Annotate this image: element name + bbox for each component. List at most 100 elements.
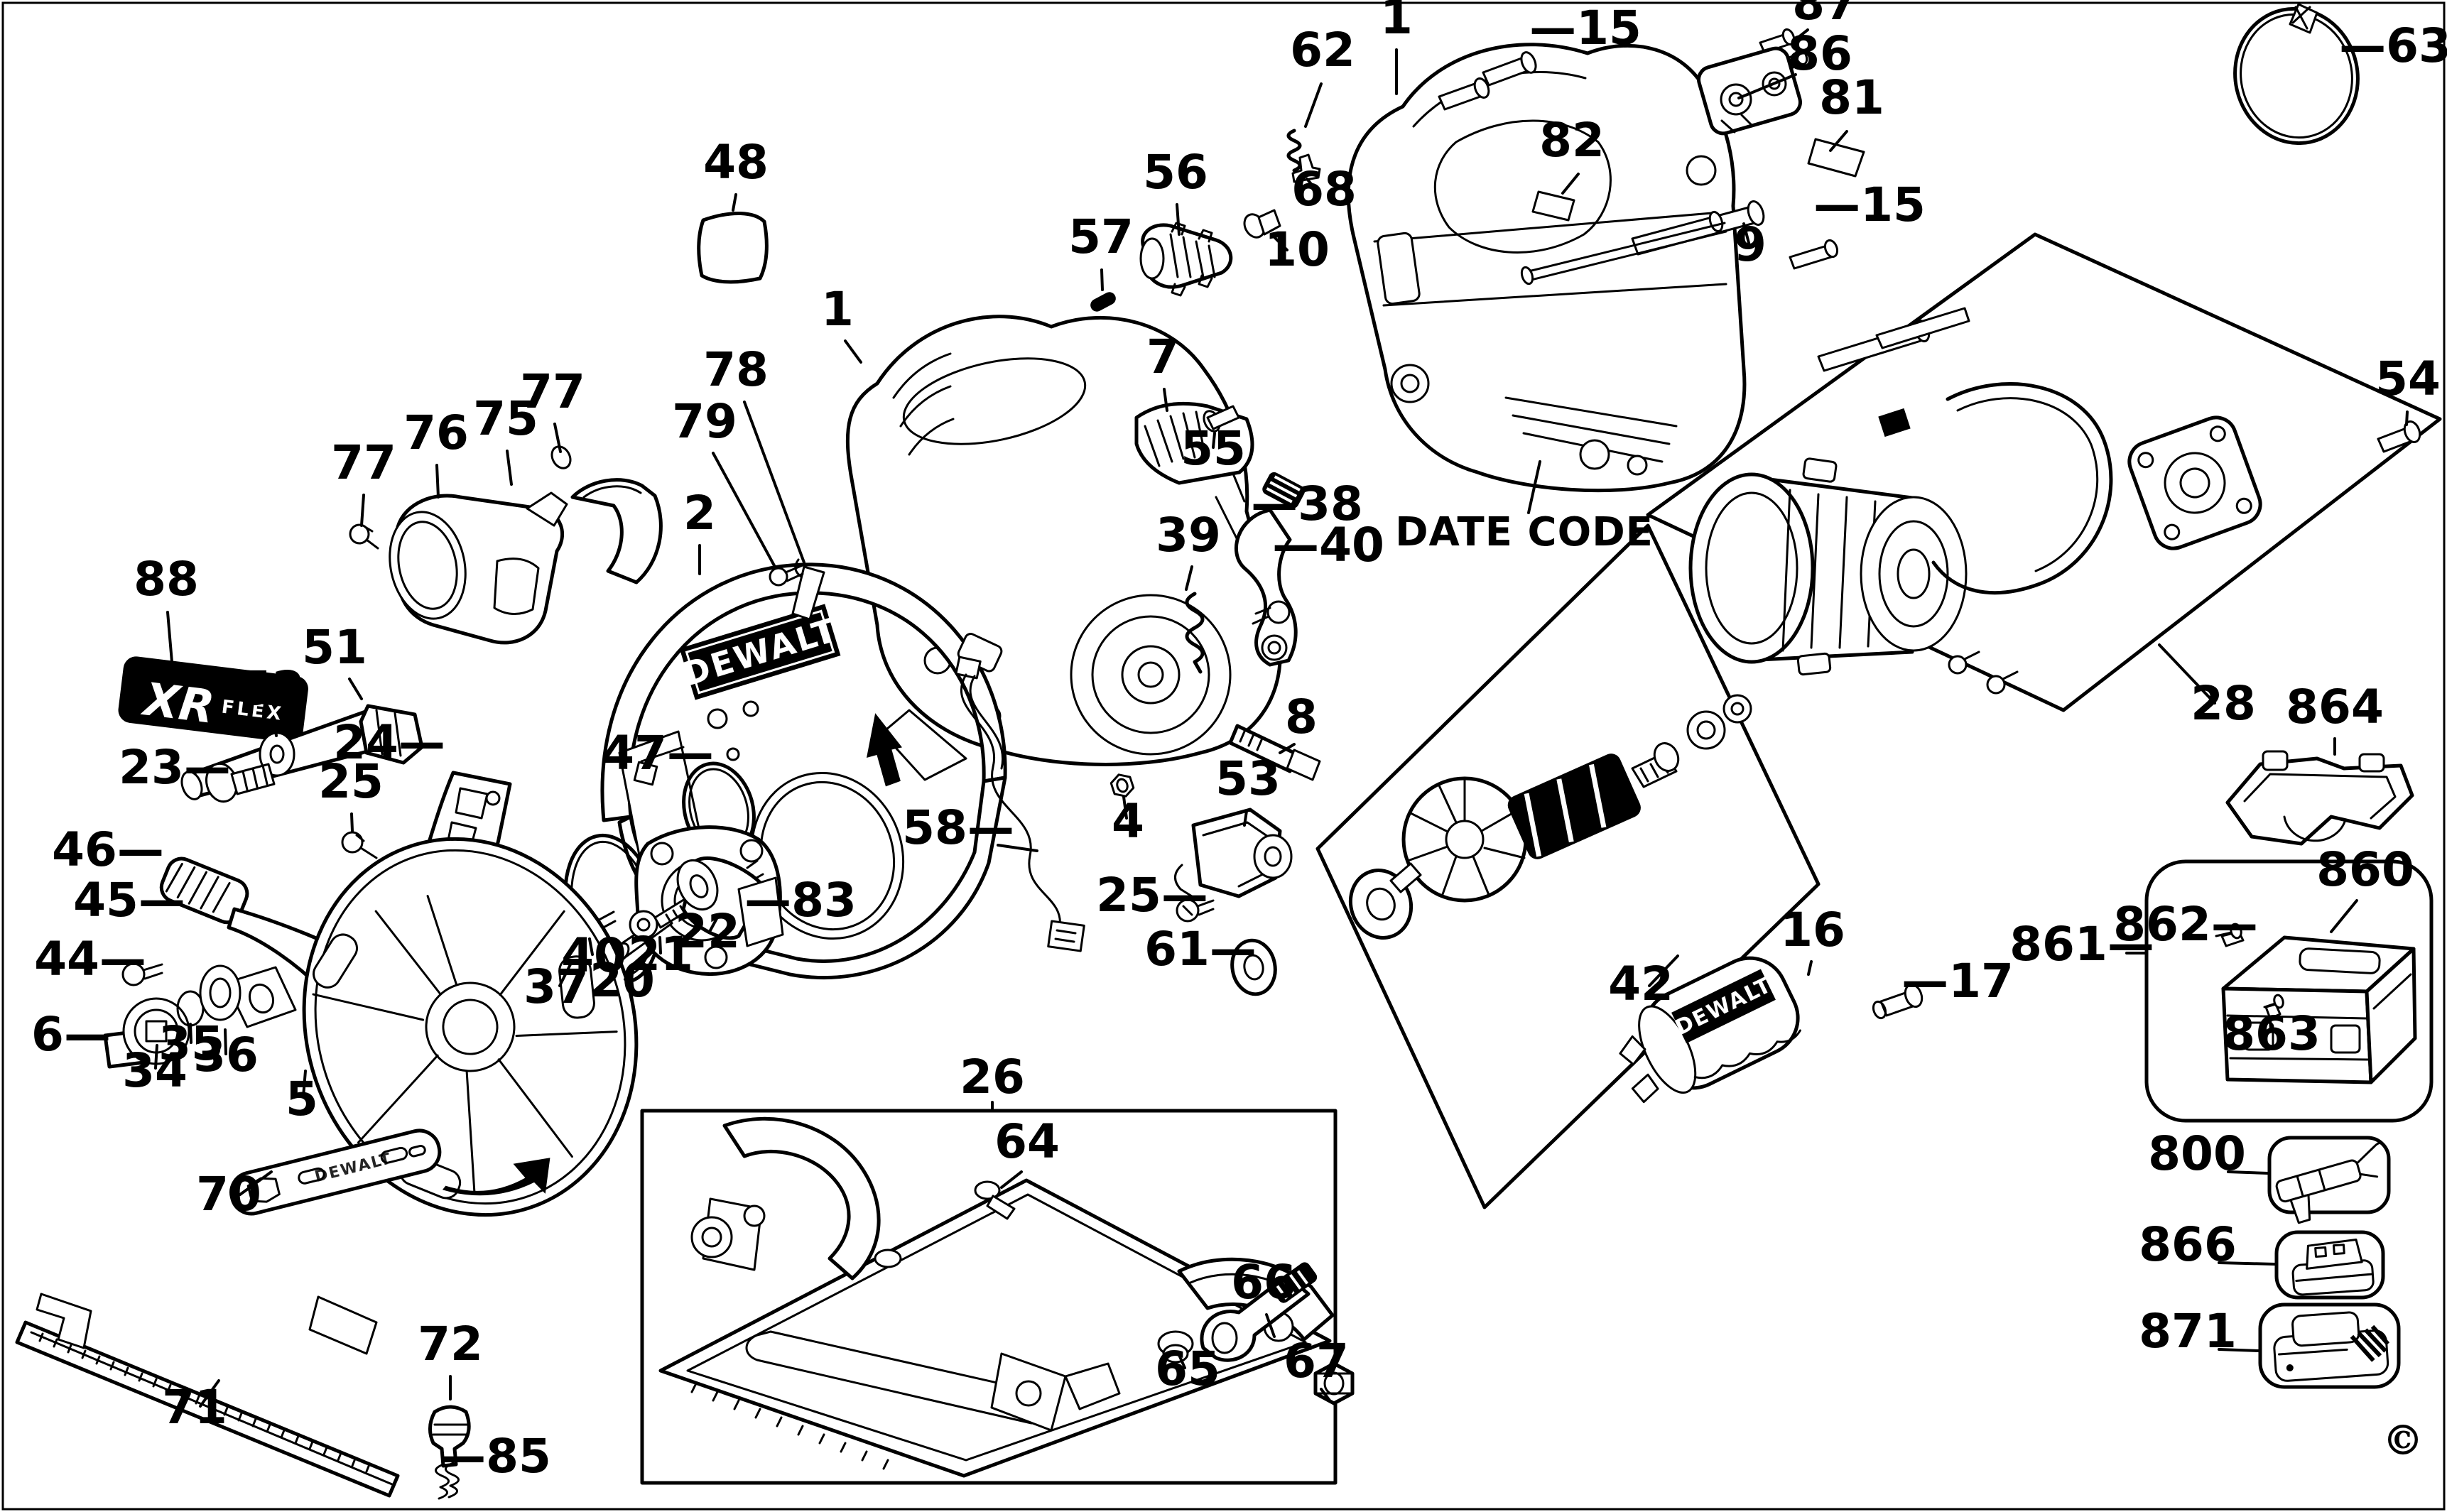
part-label-64: 64: [994, 1114, 1060, 1169]
part-leader-42: [1648, 954, 1679, 987]
guard-lever-drawing: [1109, 472, 1321, 798]
part-leader-39: [1185, 565, 1193, 591]
fan: [1389, 776, 1528, 903]
rip-fence-drawing: [15, 1293, 471, 1500]
part-label-16: 16: [1780, 903, 1845, 957]
part-leader-1b: [844, 339, 862, 364]
leader-lines: [154, 28, 2409, 1408]
part-label-81: 81: [1819, 70, 1884, 125]
part-label-25a: 25: [318, 754, 384, 809]
part-label-66: 66: [1231, 1255, 1296, 1310]
part-leader-65: [1178, 1354, 1186, 1369]
part-label-48: 48: [703, 135, 769, 190]
part-label-863: 863: [2223, 1006, 2321, 1061]
part-label-1a: 1: [1380, 0, 1413, 45]
part-leader-10: [1270, 233, 1288, 251]
date-code-leader: [1527, 460, 1541, 514]
small-fasteners-top-drawing: [1090, 129, 1321, 312]
part-label-6: 6—: [31, 1007, 111, 1062]
bearing-retainer-drawing: [1174, 807, 1293, 996]
part-label-42: 42: [1608, 957, 1673, 1011]
part-label-77a: 77: [331, 435, 396, 490]
part-leader-866: [2218, 1261, 2277, 1266]
part-label-15a: —15: [1529, 1, 1642, 55]
part-label-45: 45—: [73, 873, 185, 928]
part-leader-88: [166, 611, 173, 663]
part-leader-77b: [553, 423, 562, 453]
part-label-71: 71: [162, 1380, 227, 1435]
part-leader-56: [1176, 203, 1181, 236]
part-leader-67: [1320, 1388, 1331, 1402]
part-label-78: 78: [703, 342, 769, 397]
part-label-82: 82: [1539, 113, 1605, 168]
retaining-ring-63-drawing: [2233, 3, 2360, 146]
part-label-861: 861—: [2009, 917, 2154, 972]
part-label-23: 23—: [119, 740, 231, 795]
part-label-68: 68: [1291, 162, 1357, 217]
group-box-871: [2258, 1302, 2401, 1389]
part-leader-5: [302, 1070, 307, 1098]
top-right-fasteners-drawing: [1438, 28, 1970, 372]
part-leader-20: [624, 959, 641, 981]
date-code-note: DATE CODE: [1395, 509, 1654, 555]
part-leader-22: [709, 913, 720, 932]
part-leader-48: [732, 193, 737, 212]
part-label-26: 26: [960, 1050, 1025, 1104]
badge-xr-text: XR: [139, 673, 217, 734]
part-leader-21: [658, 936, 662, 954]
part-label-47: 47—: [602, 726, 714, 781]
part-label-864: 864: [2286, 680, 2384, 734]
part-label-83: —83: [744, 873, 857, 928]
group-box-28: [1646, 232, 2442, 712]
copyright-mark: ©: [2382, 1416, 2424, 1464]
wire-harness-58-drawing: [955, 656, 1085, 952]
part-leader-16: [1807, 960, 1813, 976]
part-label-58: 58—: [902, 800, 1014, 855]
part-label-56: 56: [1143, 145, 1208, 200]
label-plate-48-drawing: [697, 212, 769, 284]
part-leader-87: [1793, 28, 1809, 42]
part-label-40b: —40: [1272, 518, 1384, 572]
part-label-36: 36: [193, 1028, 259, 1082]
part-label-57: 57: [1068, 210, 1134, 264]
brush-holder-86: [1697, 46, 1802, 136]
baffle-864-drawing: [2225, 750, 2414, 846]
part-label-63: —63: [2339, 18, 2447, 73]
part-leader-75: [506, 450, 513, 486]
part-label-39: 39: [1156, 508, 1221, 562]
part-leader-70: [239, 1170, 273, 1196]
part-label-15b: —15: [1813, 178, 1926, 232]
screw-863-drawing: [2263, 994, 2284, 1009]
part-label-75: 75: [473, 391, 538, 446]
part-leader-79: [712, 452, 777, 570]
armature-can-drawing: DEWALT: [1619, 956, 1924, 1104]
part-leader-37: [558, 959, 574, 987]
part-label-24: 24—: [333, 715, 445, 770]
group-box-26: [640, 1109, 1338, 1485]
part-leader-81: [1829, 130, 1848, 152]
part-label-5: 5: [286, 1072, 318, 1126]
part-label-35: 35: [158, 1016, 224, 1071]
part-leader-68: [1306, 178, 1317, 190]
caulk-gun-drawing: [2275, 1141, 2386, 1224]
part-label-862: 862—: [2113, 897, 2258, 952]
part-leader-76: [435, 464, 440, 499]
part-leader-55: [1212, 432, 1216, 449]
trigger-lever-drawing: [1134, 401, 1254, 485]
part-label-55: 55: [1181, 421, 1246, 476]
group-box-800: [2267, 1136, 2391, 1214]
part-label-61: 61—: [1144, 922, 1257, 977]
screw-862-drawing: [2215, 923, 2242, 940]
part-label-52: 52: [239, 661, 305, 716]
screw-54-drawing: [2377, 420, 2421, 453]
part-label-51: 51: [302, 620, 367, 675]
part-label-7: 7: [1146, 330, 1179, 384]
part-leader-800: [2227, 1170, 2269, 1175]
part-label-53: 53: [1215, 751, 1281, 806]
part-leader-62: [1304, 82, 1323, 128]
part-leader-9: [1742, 222, 1750, 244]
part-label-25b: 25—: [1096, 868, 1208, 923]
